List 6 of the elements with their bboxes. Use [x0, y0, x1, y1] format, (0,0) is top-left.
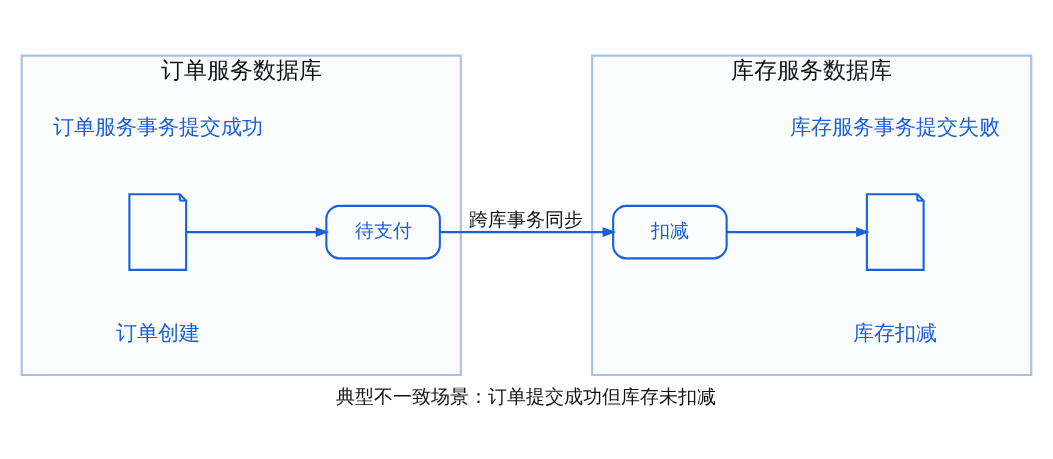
- node-label: 库存服务事务提交失败: [790, 113, 1001, 139]
- edge-label: 跨库事务同步: [469, 207, 584, 230]
- node-label: 订单服务事务提交成功: [52, 113, 263, 139]
- node-label: 库存扣减: [853, 319, 938, 345]
- caption: 典型不一致场景：订单提交成功但库存未扣减: [336, 384, 717, 407]
- node-label: 订单创建: [115, 319, 200, 345]
